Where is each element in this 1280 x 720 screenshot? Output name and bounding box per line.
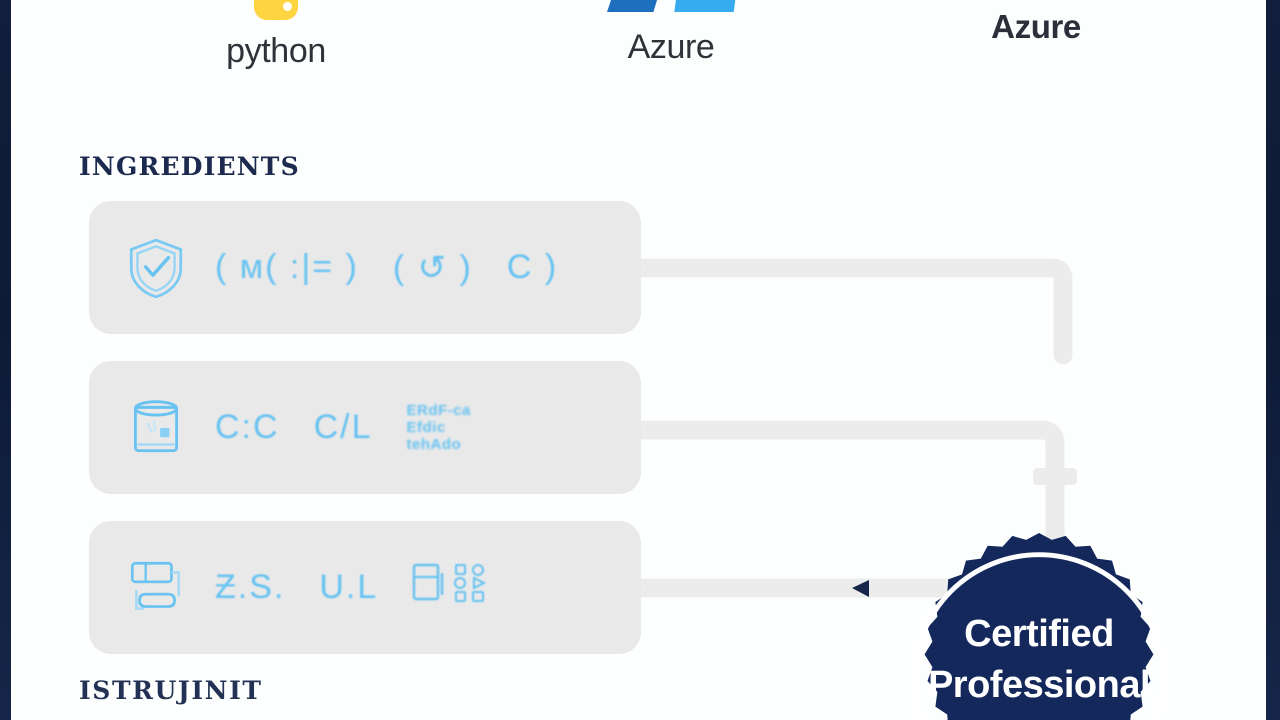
shield-check-icon (129, 238, 183, 298)
connector-path-2 (626, 420, 1065, 550)
connector-node-cross (1033, 468, 1077, 485)
logo-python: python (151, 0, 401, 71)
card-2-glyph-3-line-2: Efdic (406, 419, 446, 436)
connector-path-1 (626, 258, 1073, 365)
page-canvas: python Azure Azure INGREDIENTS ISTRUJINI… (11, 0, 1266, 720)
card-2-glyph-2: C/L (313, 408, 373, 446)
card-1-glyph-row: ( м( :|= ) ( ↺ ) C ) (215, 248, 558, 288)
logo-azure-label: Azure (627, 28, 715, 66)
logo-azure: Azure (551, 0, 791, 67)
left-border-bar (0, 0, 11, 720)
azure-logo-icon (601, 0, 741, 16)
database-cylinder-icon (133, 399, 179, 452)
card-2-glyph-3-line-1: ERdF-ca (406, 402, 471, 419)
ingredient-card-1[interactable]: ( м( :|= ) ( ↺ ) C ) (89, 201, 641, 334)
certified-professional-badge[interactable]: Certified Professional (891, 531, 1187, 720)
grid-dots-icon (413, 563, 487, 602)
right-border-bar (1266, 0, 1280, 720)
card-3-glyph-1: Ƶ.Ѕ. (215, 568, 286, 606)
card-1-glyph-1: ( м( :|= ) (215, 248, 359, 286)
swap-flow-icon (130, 561, 180, 610)
card-2-glyph-3: ERdF-ca Efdic tehAdo (406, 402, 470, 453)
card-3-glyph-3 (412, 561, 492, 614)
card-3-glyph-row: Ƶ.Ѕ. U.L (215, 561, 492, 614)
ingredients-heading: INGREDIENTS (79, 152, 300, 181)
badge-line-2: Professional (927, 663, 1151, 706)
card-2-glyph-3-line-3: tehAdo (406, 436, 462, 453)
logo-python-label: python (226, 32, 326, 70)
logo-azure-bold: Azure (911, 0, 1161, 46)
logo-strip: python Azure Azure (11, 0, 1266, 96)
instructions-heading: ISTRUJINIT (79, 676, 263, 705)
card-1-glyph-3: C ) (506, 248, 559, 286)
ingredient-card-2[interactable]: C:C C/L ERdF-ca Efdic tehAdo (89, 361, 641, 494)
connector-arrow-left-icon (852, 580, 869, 597)
card-2-glyph-1: C:C (215, 408, 280, 446)
ingredient-card-3[interactable]: Ƶ.Ѕ. U.L (89, 521, 641, 654)
card-3-glyph-2: U.L (319, 568, 379, 606)
badge-line-1: Certified (964, 613, 1114, 655)
card-1-glyph-2: ( ↺ ) (392, 248, 473, 287)
logo-azure-bold-label: Azure (991, 8, 1081, 45)
badge-text-block: Certified Professional (891, 609, 1187, 710)
connector-wires (626, 258, 1077, 598)
card-2-glyph-row: C:C C/L ERdF-ca Efdic tehAdo (215, 402, 471, 453)
badge-starburst-icon (912, 532, 1166, 720)
python-logo-icon (246, 0, 306, 20)
